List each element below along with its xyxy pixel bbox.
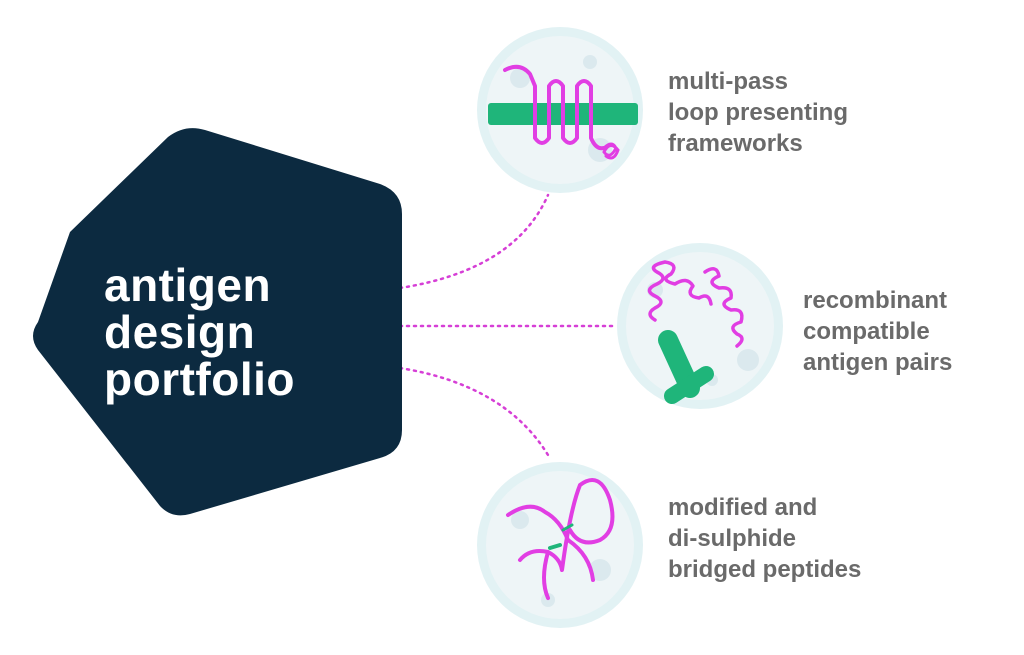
transmembrane-protein-icon: [477, 27, 643, 193]
caption-line: recombinant: [803, 287, 948, 314]
caption-line: antigen pairs: [803, 349, 953, 376]
connector-top: [398, 193, 550, 290]
connector-bottom: [398, 366, 550, 457]
caption-line: compatible: [803, 318, 930, 345]
caption-multi-pass: multi-pass loop presenting frameworks: [668, 66, 848, 159]
caption-recombinant: recombinant compatible antigen pairs: [803, 285, 952, 378]
title-line-3: portfolio: [104, 353, 295, 405]
caption-line: frameworks: [668, 130, 803, 157]
helical-antigen-pair-icon: [617, 243, 783, 409]
caption-line: loop presenting: [668, 99, 848, 126]
caption-line: modified and: [668, 494, 818, 521]
caption-line: multi-pass: [668, 68, 789, 95]
title-pentagon: [33, 128, 402, 516]
title-line-2: design: [104, 306, 256, 358]
title-line-1: antigen: [104, 259, 272, 311]
caption-line: bridged peptides: [668, 556, 862, 583]
disulphide-peptide-icon: [477, 462, 643, 628]
caption-peptides: modified and di-sulphide bridged peptide…: [668, 492, 861, 585]
caption-line: di-sulphide: [668, 525, 796, 552]
